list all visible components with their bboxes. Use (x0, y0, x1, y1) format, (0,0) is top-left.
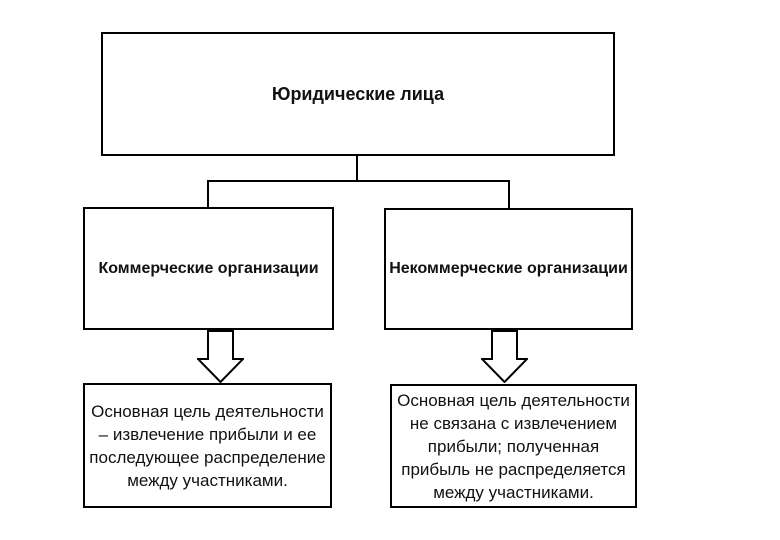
branch-node-label: Некоммерческие организации (389, 260, 628, 277)
branch-node-commercial: Коммерческие организации (83, 207, 334, 330)
root-node-legal-entities: Юридические лица (101, 32, 615, 156)
branch-node-label: Коммерческие организации (98, 259, 319, 277)
description-node-commercial: Основная цель деятельности – извлечение … (83, 383, 332, 508)
connector-root-stub (356, 156, 358, 182)
connector-horizontal (207, 180, 510, 182)
down-arrow-icon (481, 330, 528, 383)
branch-node-noncommercial: Некоммерческие организации (384, 208, 633, 330)
description-text: Основная цель деятельности не связана с … (397, 390, 630, 502)
description-node-noncommercial: Основная цель деятельности не связана с … (390, 384, 637, 508)
connector-right-drop (508, 180, 510, 209)
root-node-label: Юридические лица (271, 83, 445, 104)
down-arrow-icon (197, 330, 244, 383)
connector-left-drop (207, 180, 209, 208)
description-text: Основная цель деятельности – извлечение … (89, 401, 326, 490)
